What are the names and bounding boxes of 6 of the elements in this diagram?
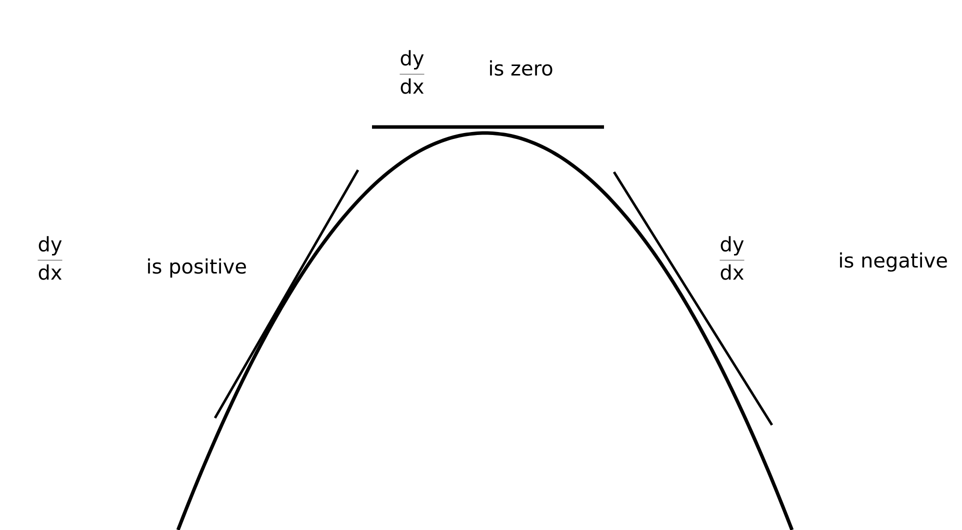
label-text: is zero xyxy=(490,60,552,76)
label-text: is negative xyxy=(840,252,947,272)
formula: $\frac{\mathrm{dy}}{\mathrm{dx}}$ xyxy=(38,236,62,280)
formula: $\frac{\mathrm{dy}}{\mathrm{dx}}$ xyxy=(400,50,424,94)
formula: $\frac{\mathrm{dy}}{\mathrm{dx}}$ xyxy=(720,236,744,280)
label-text: is positive xyxy=(148,258,246,278)
